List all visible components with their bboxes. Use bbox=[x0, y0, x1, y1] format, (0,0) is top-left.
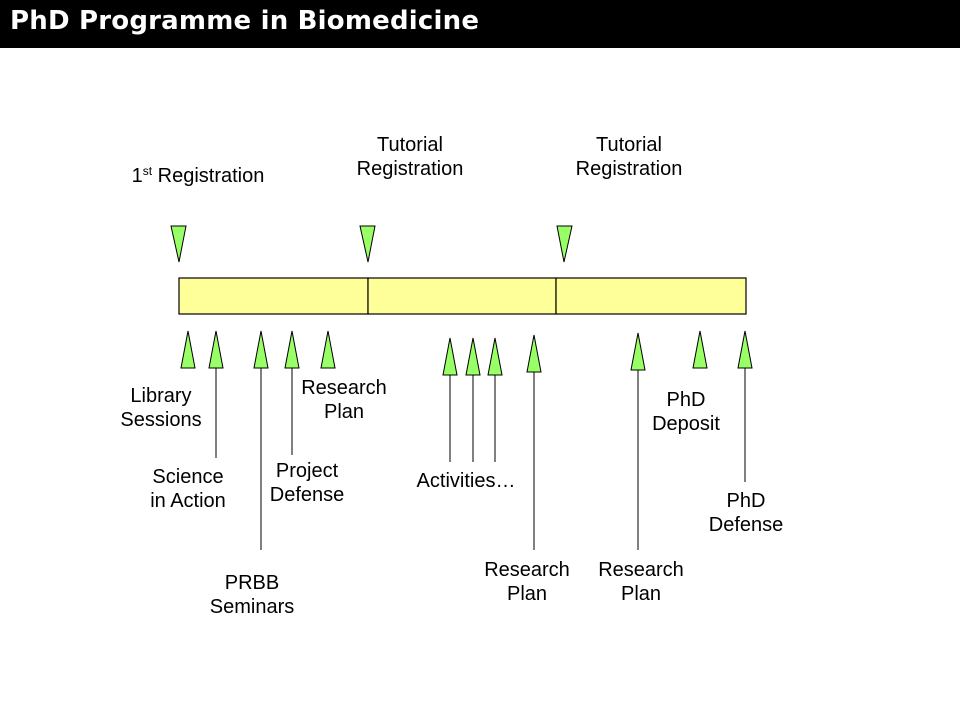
activities-arrow-2 bbox=[465, 337, 481, 462]
tutorial-registration-label-2: Tutorial Registration bbox=[575, 134, 683, 180]
timeline-segment-3 bbox=[555, 277, 747, 315]
project-defense-label: Project Defense bbox=[269, 460, 345, 506]
library-sessions-label: Library Sessions bbox=[120, 385, 202, 431]
page-title: PhD Programme in Biomedicine bbox=[10, 6, 480, 36]
prbb-seminars-label: PRBB Seminars bbox=[209, 572, 295, 618]
timeline-segment-1 bbox=[178, 277, 369, 315]
title-bar: PhD Programme in Biomedicine bbox=[0, 0, 960, 48]
registration-marker-2 bbox=[359, 225, 376, 263]
phd-deposit-arrow bbox=[692, 330, 708, 369]
research-plan-1-label: Research Plan bbox=[301, 377, 387, 423]
research-plan-3-label: Research Plan bbox=[598, 559, 684, 605]
timeline-segment-2 bbox=[367, 277, 557, 315]
research-plan-1-arrow bbox=[320, 330, 336, 369]
research-plan-2-label: Research Plan bbox=[484, 559, 570, 605]
science-in-action-label: Science in Action bbox=[150, 466, 226, 512]
registration-marker-3 bbox=[556, 225, 573, 263]
first-registration-label: 1st Registration bbox=[131, 164, 265, 187]
library-sessions-arrow bbox=[180, 330, 196, 369]
activities-label: Activities… bbox=[416, 470, 516, 492]
science-in-action-arrow bbox=[208, 330, 224, 458]
phd-deposit-label: PhD Deposit bbox=[652, 389, 720, 435]
registration-marker-1 bbox=[170, 225, 187, 263]
prbb-seminars-arrow bbox=[253, 330, 269, 550]
research-plan-2-arrow bbox=[526, 334, 542, 550]
activities-arrow-3 bbox=[487, 337, 503, 462]
phd-defense-label: PhD Defense bbox=[708, 490, 784, 536]
project-defense-arrow bbox=[284, 330, 300, 455]
tutorial-registration-label-1: Tutorial Registration bbox=[356, 134, 464, 180]
phd-defense-arrow bbox=[737, 330, 753, 482]
activities-arrow-1 bbox=[442, 337, 458, 462]
research-plan-3-arrow bbox=[630, 332, 646, 550]
